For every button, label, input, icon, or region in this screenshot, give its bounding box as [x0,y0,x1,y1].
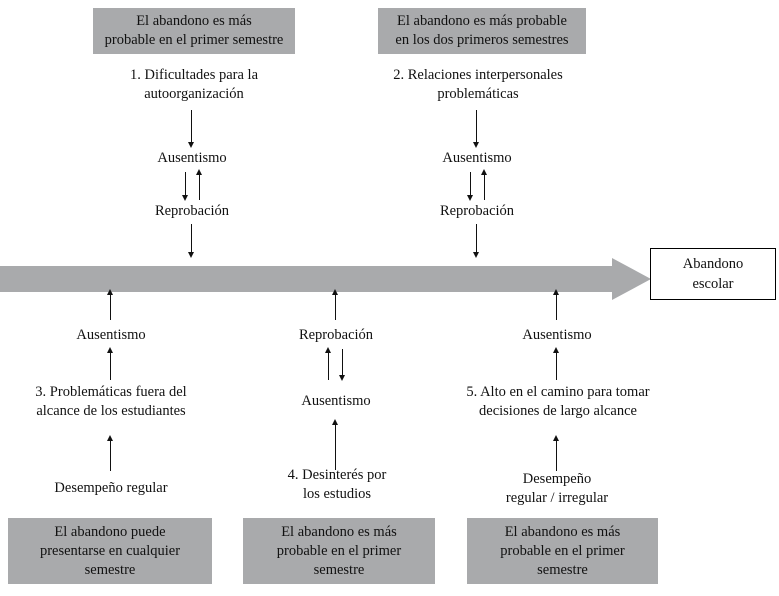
arrowhead-down-icon [473,252,479,258]
path-3-cause: 3. Problemáticas fuera del alcance de lo… [35,384,187,419]
path-4-cause: 4. Desinterés por los estudios [287,467,387,502]
path-3-step-top: Ausentismo [76,327,146,343]
arrowhead-up-icon [325,347,331,353]
path-1-connector-to-timeline [191,224,193,254]
arrowhead-up-icon [107,435,113,441]
path-1-step-b: Reprobación [154,203,230,219]
bottom-banner-2: El abandono es más probable en el primer… [243,518,435,584]
path-2-connector-down [470,172,472,196]
timeline-arrow-icon [0,258,651,300]
path-1-connector-down [185,172,187,196]
arrowhead-up-icon [332,289,338,295]
path-2-connector-cause-to-ausentismo [476,110,478,143]
arrowhead-up-icon [481,169,487,175]
path-2-connector-up [484,175,486,200]
arrowhead-down-icon [188,142,194,148]
path-3-connector-to-timeline [110,294,112,320]
path-1-cause: 1. Dificultades para la autoorganización [129,67,259,102]
path-2-step-a: Ausentismo [442,150,512,166]
path-4-step-mid: Ausentismo [301,393,371,409]
path-4-connector-up [328,352,330,380]
path-2-connector-to-timeline [476,224,478,254]
outcome-box-abandono-escolar: Abandono escolar [650,248,776,300]
arrowhead-up-icon [553,435,559,441]
path-3-connector-cause-to-ausentismo [110,352,112,380]
path-2-step-b: Reprobación [439,203,515,219]
path-4-step-top: Reprobación [298,327,374,343]
path-1-step-a: Ausentismo [157,150,227,166]
arrowhead-up-icon [553,289,559,295]
arrowhead-up-icon [107,347,113,353]
arrowhead-up-icon [196,169,202,175]
path-4-connector-cause-to-ausentismo [335,424,337,470]
path-5-origin: Desempeño regular / irregular [505,471,609,506]
top-banner-1: El abandono es más probable en el primer… [93,8,295,54]
arrowhead-up-icon [107,289,113,295]
bottom-banner-3: El abandono es más probable en el primer… [467,518,658,584]
path-4-connector-down [342,349,344,376]
path-5-cause: 5. Alto en el camino para tomar decision… [466,384,650,419]
path-5-connector-to-timeline [556,294,558,320]
path-3-origin: Desempeño regular [54,480,168,496]
arrowhead-down-icon [182,195,188,201]
arrowhead-down-icon [467,195,473,201]
path-2-cause: 2. Relaciones interpersonales problemáti… [393,67,563,102]
path-4-connector-to-timeline [335,294,337,320]
arrowhead-up-icon [553,347,559,353]
arrowhead-up-icon [332,419,338,425]
path-1-connector-up [199,175,201,200]
path-3-connector-origin-to-cause [110,440,112,471]
arrowhead-down-icon [473,142,479,148]
path-5-connector-cause-to-ausentismo [556,352,558,380]
path-5-step-top: Ausentismo [522,327,592,343]
bottom-banner-1: El abandono puede presentarse en cualqui… [8,518,212,584]
arrowhead-down-icon [339,375,345,381]
path-1-connector-cause-to-ausentismo [191,110,193,143]
path-5-connector-origin-to-cause [556,440,558,471]
top-banner-2: El abandono es más probable en los dos p… [378,8,586,54]
arrowhead-down-icon [188,252,194,258]
